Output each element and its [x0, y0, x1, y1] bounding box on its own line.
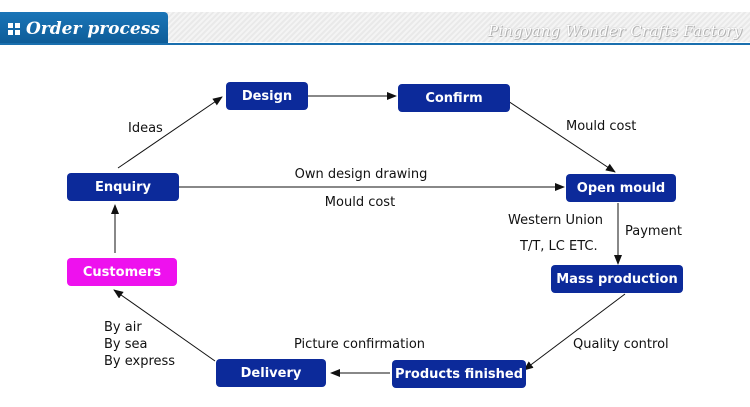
- grid-icon: [8, 23, 20, 35]
- label-ideas: Ideas: [128, 121, 163, 136]
- label-by-express: By express: [104, 354, 176, 369]
- node-enquiry: Enquiry: [67, 173, 179, 201]
- arrow-confirm-to-open-mould: [507, 100, 616, 173]
- node-open-mould: Open mould: [566, 174, 676, 202]
- label-mould-cost-mid: Mould cost: [324, 195, 396, 210]
- node-products-finished: Products finished: [392, 360, 526, 388]
- label-mould-cost-top: Mould cost: [566, 119, 637, 134]
- label-payment: Payment: [625, 224, 682, 239]
- label-own-design-drawing: Own design drawing: [294, 167, 428, 182]
- arrow-delivery-to-customers: [113, 289, 216, 362]
- node-delivery: Delivery: [216, 359, 326, 387]
- arrow-enquiry-to-design: [117, 96, 223, 169]
- label-tt-lc: T/T, LC ETC.: [520, 239, 598, 254]
- page-header: Order process Pingyang Wonder Crafts Fac…: [0, 0, 750, 46]
- header-tab: [0, 12, 168, 44]
- node-design: Design: [226, 82, 308, 110]
- label-picture-confirmation: Picture confirmation: [294, 337, 426, 352]
- header-rule: [0, 43, 750, 45]
- label-by-sea: By sea: [104, 337, 148, 352]
- node-mass-production: Mass production: [551, 265, 683, 293]
- arrow-mass-production-to-products-finished: [523, 293, 626, 371]
- page-title: Order process: [26, 19, 160, 39]
- label-by-air: By air: [104, 320, 142, 335]
- node-customers: Customers: [67, 258, 177, 286]
- label-western-union: Western Union: [508, 213, 604, 228]
- label-quality-control: Quality control: [573, 337, 669, 352]
- watermark: Pingyang Wonder Crafts Factory: [487, 22, 742, 40]
- node-confirm: Confirm: [398, 84, 510, 112]
